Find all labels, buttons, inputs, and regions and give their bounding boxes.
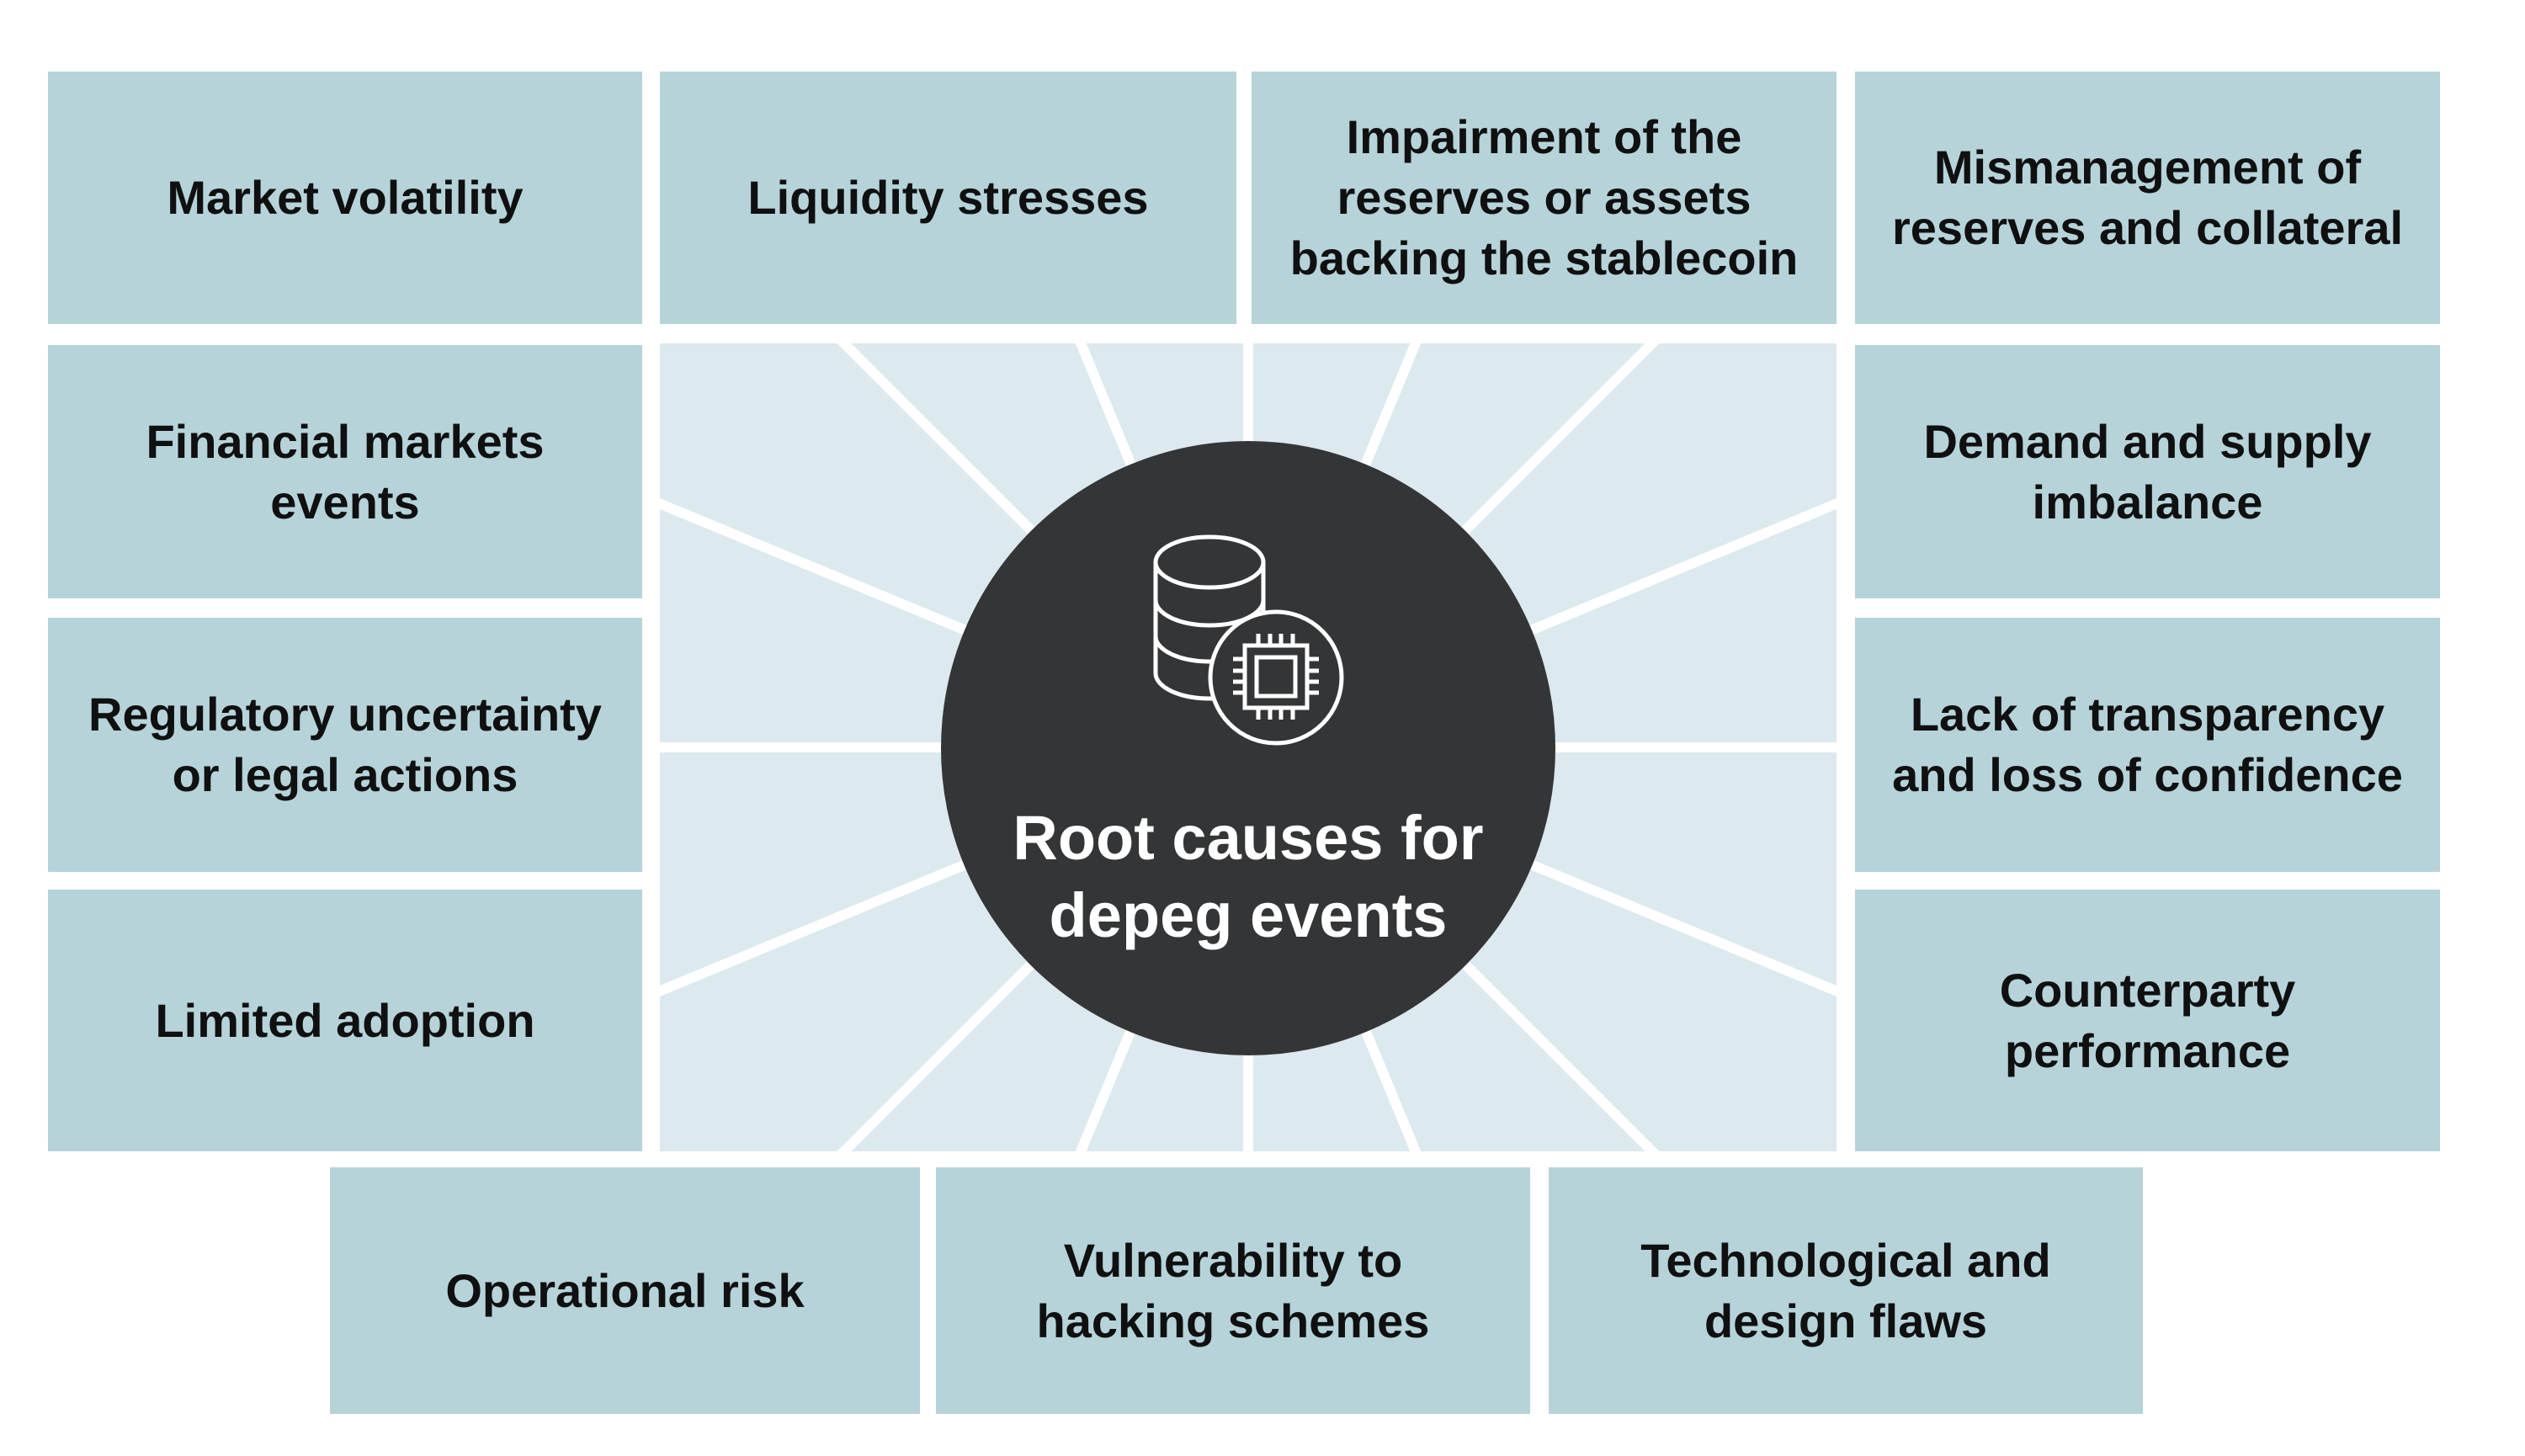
- cause-box-limited-adoption: Limited adoption: [48, 890, 642, 1151]
- cause-box-operational-risk: Operational risk: [330, 1167, 920, 1414]
- cause-box-liquidity-stresses: Liquidity stresses: [660, 72, 1236, 324]
- cause-box-counterparty-performance: Counterparty performance: [1855, 890, 2440, 1151]
- center-circle: Root causes for depeg events: [941, 441, 1555, 1055]
- database-chip-icon: [1139, 526, 1358, 766]
- cause-box-mismanagement-of-reserves: Mismanagement of reserves and collateral: [1855, 72, 2440, 324]
- cause-box-financial-markets-events: Financial markets events: [48, 345, 642, 598]
- cause-box-lack-of-transparency: Lack of transparency and loss of confide…: [1855, 618, 2440, 872]
- center-title: Root causes for depeg events: [1013, 802, 1484, 950]
- cause-box-impairment-of-reserves: Impairment of the reserves or assets bac…: [1252, 72, 1837, 324]
- cause-box-demand-supply-imbalance: Demand and supply imbalance: [1855, 345, 2440, 598]
- cause-box-technological-design-flaws: Technological and design flaws: [1549, 1167, 2143, 1414]
- cause-box-regulatory-uncertainty: Regulatory uncertainty or legal actions: [48, 618, 642, 872]
- cause-box-vulnerability-to-hacking: Vulnerability to hacking schemes: [936, 1167, 1530, 1414]
- cause-box-market-volatility: Market volatility: [48, 72, 642, 324]
